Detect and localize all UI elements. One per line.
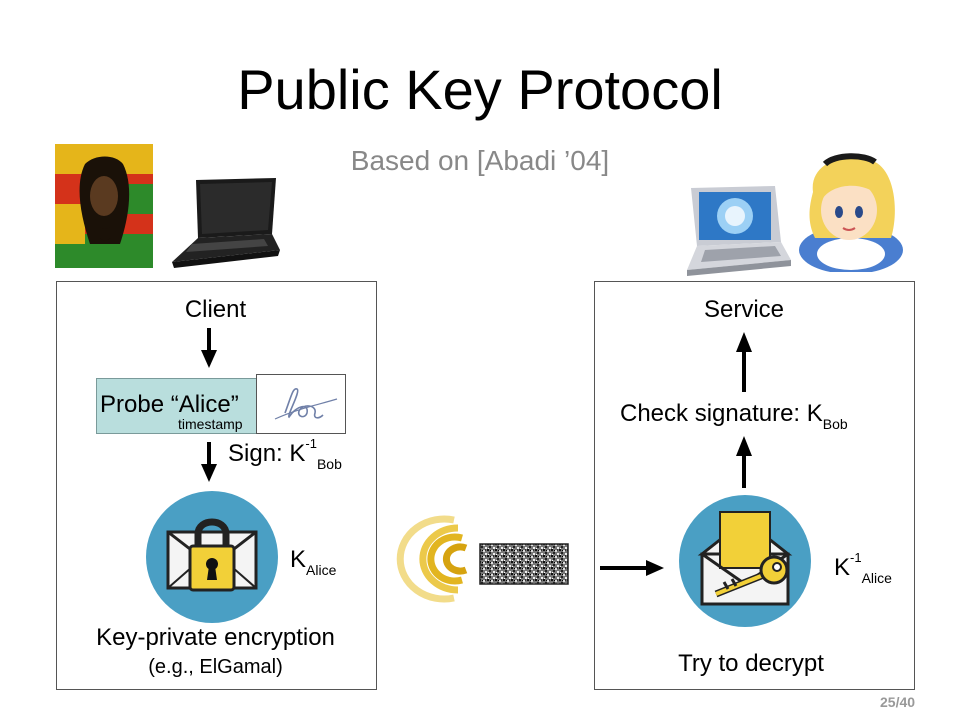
client-heading: Client xyxy=(184,296,247,323)
wireless-signal-icon xyxy=(396,515,468,603)
arrow-head xyxy=(736,332,752,352)
incoming-arrow xyxy=(600,560,664,576)
arrow-head xyxy=(201,350,217,368)
check-signature-label: Check signature: KBob xyxy=(620,400,848,432)
probe-label: Probe “Alice” xyxy=(100,391,239,418)
sign-key-sub: Bob xyxy=(316,456,342,472)
dec-key-sub: Alice xyxy=(861,570,892,586)
service-arrows xyxy=(736,332,752,488)
laptop-icon xyxy=(172,178,280,268)
page-number: 25/40 xyxy=(880,694,916,710)
noise-ciphertext-icon xyxy=(479,543,569,585)
enc-key-label: KAlice xyxy=(290,546,336,578)
signature-box xyxy=(256,374,346,434)
sign-key-label: Sign: K-1Bob xyxy=(228,436,342,472)
alice-portrait-icon xyxy=(799,153,903,272)
alice-laptop-icon xyxy=(687,186,791,276)
key-envelope-icon xyxy=(679,495,811,627)
check-key-sub: Bob xyxy=(822,416,848,432)
enc-key: K xyxy=(290,546,307,573)
lock-envelope-icon xyxy=(146,491,278,623)
bob-portrait-icon xyxy=(55,144,153,268)
dec-key: K xyxy=(834,554,851,581)
signature-icon xyxy=(274,388,338,420)
slide-subtitle: Based on [Abadi ’04] xyxy=(350,145,610,176)
sign-label: Sign: xyxy=(228,440,283,467)
check-label: Check signature: xyxy=(620,400,801,427)
probe-box xyxy=(96,378,258,434)
sign-key: K xyxy=(289,440,306,467)
service-heading: Service xyxy=(703,296,785,323)
timestamp-label: timestamp xyxy=(178,416,243,432)
client-footer-line2: (e.g., ElGamal) xyxy=(148,656,283,678)
dec-key-label: K-1Alice xyxy=(834,550,892,586)
arrow-head xyxy=(736,436,752,456)
dec-key-sup: -1 xyxy=(850,550,862,565)
enc-key-sub: Alice xyxy=(306,562,337,578)
arrow-head xyxy=(201,464,217,482)
slide-title: Public Key Protocol xyxy=(237,58,723,121)
service-footer: Try to decrypt xyxy=(678,650,824,677)
sign-key-sup: -1 xyxy=(305,436,317,451)
check-key: K xyxy=(806,400,823,427)
client-arrows xyxy=(201,328,217,482)
client-footer-line1: Key-private encryption xyxy=(96,624,335,651)
